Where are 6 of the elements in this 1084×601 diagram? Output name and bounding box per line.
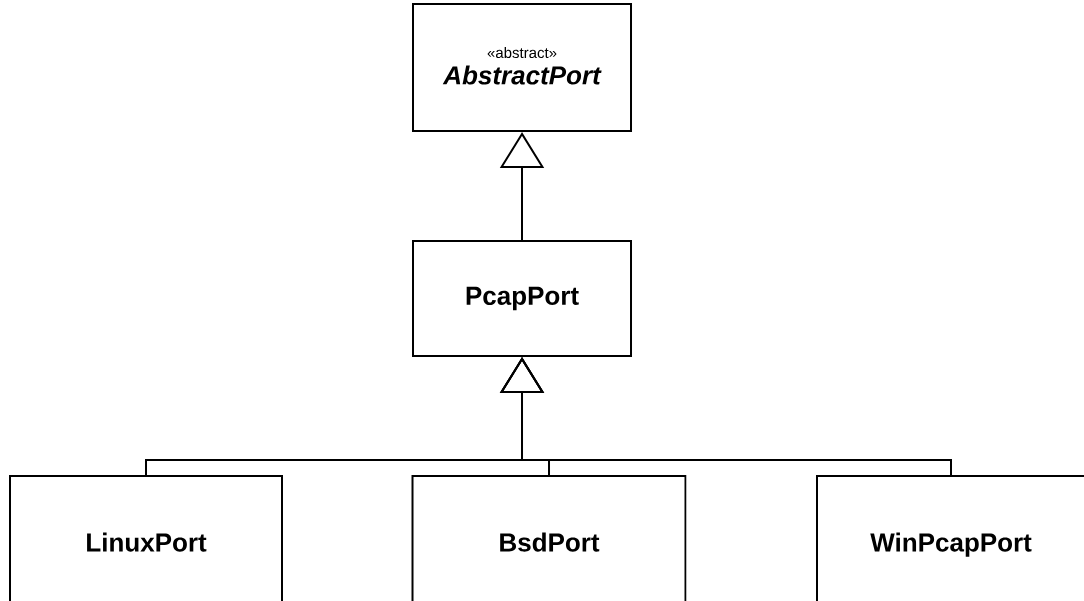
class-box: PcapPort (412, 240, 632, 357)
inheritance-arrow (499, 357, 952, 476)
class-box: LinuxPort (9, 475, 283, 601)
class-box: WinPcapPort (816, 475, 1084, 601)
abstract-class-box: «abstract» AbstractPort (412, 3, 632, 132)
class-box: BsdPort (411, 475, 687, 601)
